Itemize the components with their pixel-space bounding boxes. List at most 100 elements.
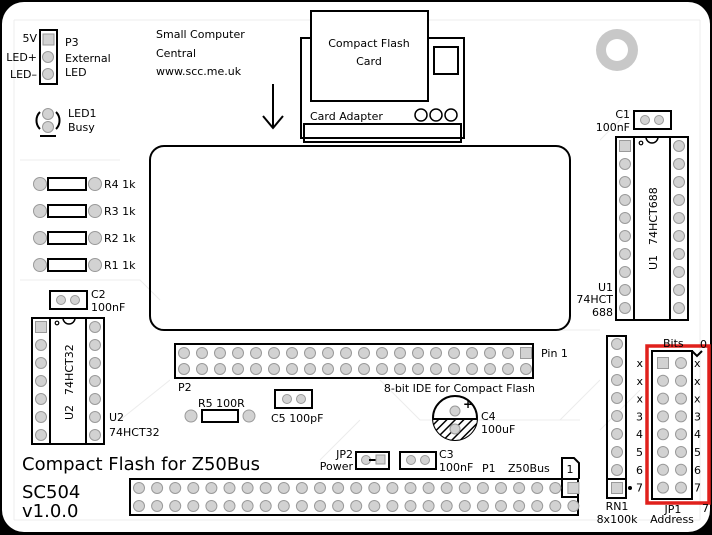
p1-pad (531, 500, 544, 512)
jp1-bit-bottom: 7 (702, 502, 709, 515)
rn1-pad (611, 464, 623, 476)
p2-pad (286, 347, 298, 359)
jp1-pin-pad[interactable] (675, 481, 687, 494)
p2-pad (322, 347, 334, 359)
p2-pad (412, 363, 424, 375)
jp1-pin-pad[interactable] (657, 357, 669, 369)
p2-ide-header (174, 343, 534, 379)
ic-pad (35, 375, 47, 387)
p2-pad (502, 347, 514, 359)
jp1-right-bit-label: x (694, 357, 701, 370)
rn1-pad (611, 428, 623, 440)
jp1-pin-pad[interactable] (657, 392, 669, 405)
rn1-ref: RN1 (606, 500, 629, 513)
resistor-pad (33, 177, 47, 191)
c1-capacitor (633, 110, 672, 130)
p2-pad (340, 347, 352, 359)
jp2-power-jumper (355, 451, 390, 470)
ic-pin1-pad (35, 321, 47, 333)
jp1-address-jumper-block[interactable] (651, 350, 693, 500)
jp1-right-bit-label: 6 (694, 464, 701, 477)
ic-pad (673, 140, 685, 152)
resistor-pad (88, 258, 102, 272)
p1-pad (513, 482, 526, 494)
jp1-pin-pad[interactable] (657, 481, 669, 494)
ic-pad (619, 230, 631, 242)
p2-pad (358, 363, 370, 375)
jp1-pin-pad[interactable] (675, 410, 687, 423)
p2-pad (232, 363, 244, 375)
p1-pad (241, 500, 254, 512)
rn1-pad (611, 392, 623, 404)
resistor-r2: R2 1k (33, 231, 136, 245)
resistor-body (47, 258, 87, 272)
u1-ic-74hct688 (615, 136, 689, 321)
ic-pad (89, 411, 101, 423)
jp1-pin-pad[interactable] (675, 463, 687, 476)
p2-pad (304, 347, 316, 359)
ic-pad (619, 194, 631, 206)
maker-line-3: www.scc.me.uk (156, 65, 242, 78)
p2-pad (214, 363, 226, 375)
resistor-r4: R4 1k (33, 177, 136, 191)
p3-pin-led-plus: LED+ (6, 51, 37, 64)
p2-pad (430, 363, 442, 375)
p2-pad (214, 347, 226, 359)
p2-pad (250, 347, 262, 359)
jp1-left-bit-label: 3 (636, 410, 643, 423)
jp1-pin-pad[interactable] (657, 463, 669, 476)
jp1-right-bit-label: 7 (694, 482, 701, 495)
resistor-pad (33, 258, 47, 272)
jp1-pin-pad[interactable] (657, 428, 669, 441)
cf-card-label-2: Card (356, 55, 382, 68)
jp1-pin-pad[interactable] (657, 374, 669, 387)
ic-pad (673, 230, 685, 242)
resistor-r3: R3 1k (33, 204, 136, 218)
p3-pin-5v: 5V (22, 32, 37, 45)
p1-pad (205, 482, 218, 494)
jp1-pin-pad[interactable] (675, 392, 687, 405)
jp1-left-bit-label: x (636, 393, 643, 406)
board-title: Compact Flash for Z50Bus (22, 454, 260, 475)
jp1-pin-pad[interactable] (675, 428, 687, 441)
p2-pad (304, 363, 316, 375)
p2-pad (430, 347, 442, 359)
jp1-pin-pad[interactable] (675, 357, 687, 369)
c1-value: 100nF (596, 121, 630, 134)
p1-pin1-pad (567, 482, 580, 494)
p1-pad (422, 482, 435, 494)
jp1-pin-pad[interactable] (675, 374, 687, 387)
p1-pad (187, 500, 200, 512)
compact-flash-card: Compact Flash Card (310, 10, 429, 102)
p2-pad (178, 363, 190, 375)
p1-pad (205, 500, 218, 512)
card-adapter-label: Card Adapter (310, 110, 383, 123)
resistor-label: R4 1k (104, 178, 136, 191)
p1-pad (277, 482, 290, 494)
p1-desc: Z50Bus (508, 462, 550, 475)
ic-pad (619, 158, 631, 170)
p1-pad (368, 500, 381, 512)
ic-pad (89, 321, 101, 333)
cf-socket-footprint (149, 145, 571, 331)
p2-pad (484, 363, 496, 375)
jp1-bit-top: 0 (700, 338, 707, 351)
ic-pad (89, 429, 101, 441)
ic-pad (619, 284, 631, 296)
resistor-pad (88, 204, 102, 218)
resistor-pad (88, 231, 102, 245)
jp1-pin-pad[interactable] (657, 446, 669, 458)
p1-pad (332, 500, 345, 512)
p1-pad (386, 500, 399, 512)
p2-pad (394, 363, 406, 375)
jp1-pin-pad[interactable] (657, 410, 669, 423)
ic-pad (35, 393, 47, 405)
rn1-pad (611, 410, 623, 422)
jp1-left-bit-label: 6 (636, 464, 643, 477)
resistor-pad (33, 204, 47, 218)
p2-pad (448, 363, 460, 375)
u1-ref: U1 (598, 281, 613, 294)
p2-pad (232, 347, 244, 359)
jp1-pin-pad[interactable] (675, 446, 687, 458)
